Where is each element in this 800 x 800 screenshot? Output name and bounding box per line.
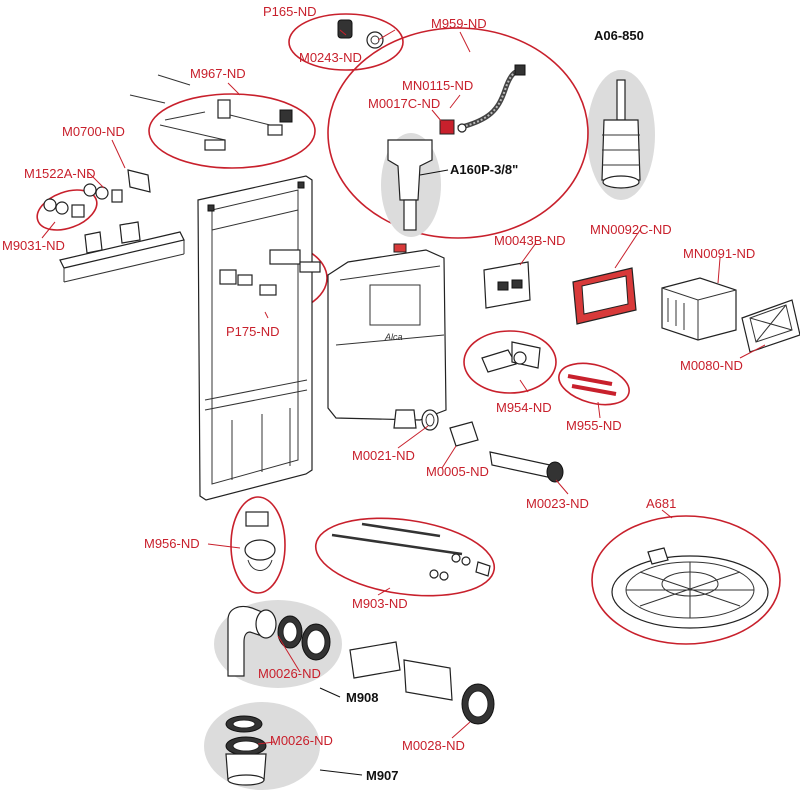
flush-pipe-parts (421, 409, 564, 483)
m967-parts (129, 74, 293, 151)
label-m1522a: M1522A-ND (24, 166, 96, 181)
m903-group-ellipse (314, 517, 496, 597)
label-m0028: M0028-ND (402, 738, 465, 753)
label-m0017c: M0017C-ND (368, 96, 440, 111)
label-m959: M959-ND (431, 16, 487, 31)
m956-group-ellipse (230, 496, 286, 594)
m959-parts (387, 64, 526, 231)
m955-parts (567, 374, 617, 396)
label-m0026-b: M0026-ND (270, 733, 333, 748)
cistern-brand-text: Alca (384, 332, 403, 342)
label-mn0092c: MN0092C-ND (590, 222, 672, 237)
m959-group-ellipse (327, 27, 589, 239)
m954-group-ellipse (463, 330, 557, 394)
m955-group-ellipse (558, 362, 630, 406)
label-m0005: M0005-ND (426, 464, 489, 479)
label-m955: M955-ND (566, 418, 622, 433)
m9031-group-ellipse (36, 189, 98, 231)
label-p165: P165-ND (263, 4, 316, 19)
cistern: Alca (327, 243, 447, 429)
m956-clamp (244, 511, 276, 571)
label-m907: M907 (366, 768, 399, 783)
leader-lines (41, 29, 766, 776)
label-m967: M967-ND (190, 66, 246, 81)
label-a160p: A160P-3/8" (450, 162, 518, 177)
label-m956: M956-ND (144, 536, 200, 551)
left-bracket-parts (43, 169, 185, 283)
label-a681: A681 (646, 496, 676, 511)
label-m0243: M0243-ND (299, 50, 362, 65)
a681-mount (611, 547, 769, 629)
p165-group-ellipse (288, 13, 404, 71)
label-m0021: M0021-ND (352, 448, 415, 463)
label-a06-850: A06-850 (594, 28, 644, 43)
m0080-frame (741, 299, 800, 353)
label-mn0091: MN0091-ND (683, 246, 755, 261)
label-m0080: M0080-ND (680, 358, 743, 373)
mn0092c-frame (572, 267, 637, 325)
m954-parts (481, 341, 541, 373)
m0043b-plate (483, 261, 531, 309)
m907-parts (225, 715, 267, 786)
label-m9031: M9031-ND (2, 238, 65, 253)
label-m0700: M0700-ND (62, 124, 125, 139)
m903-rods (331, 522, 491, 581)
label-m954: M954-ND (496, 400, 552, 415)
label-m0023: M0023-ND (526, 496, 589, 511)
label-m908: M908 (346, 690, 379, 705)
label-m0043b: M0043B-ND (494, 233, 566, 248)
p175-parts (219, 249, 321, 296)
p165-parts (337, 19, 384, 49)
m0028-parts (349, 641, 495, 725)
mn0091-box (661, 277, 737, 341)
m908-parts (227, 605, 331, 677)
label-p175: P175-ND (226, 324, 279, 339)
a681-group-ellipse (591, 515, 781, 645)
m967-group-ellipse (148, 93, 316, 169)
label-mn0115: MN0115-ND (402, 78, 473, 93)
a06-850-parts (601, 79, 641, 189)
label-m0026-a: M0026-ND (258, 666, 321, 681)
label-m903: M903-ND (352, 596, 408, 611)
